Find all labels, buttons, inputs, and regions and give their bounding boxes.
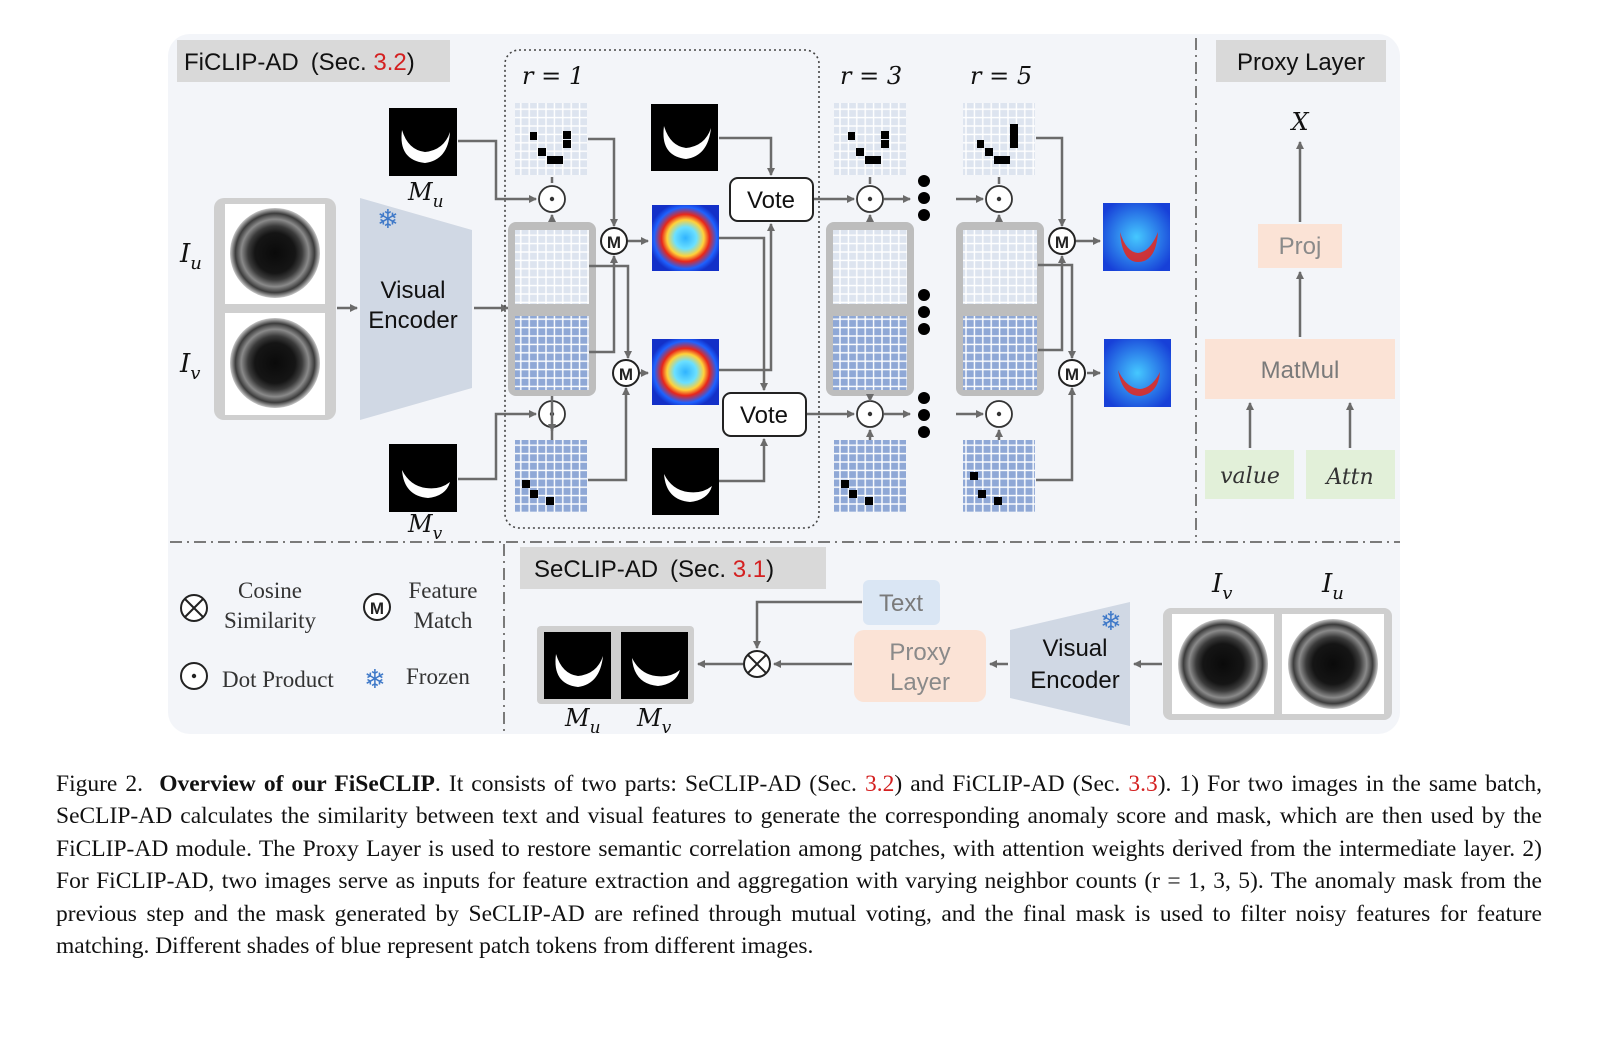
snowflake-icon: ❄: [364, 664, 386, 694]
svg-text:Frozen: Frozen: [406, 664, 470, 689]
matmul-label: MatMul: [1261, 357, 1340, 384]
architecture-diagram: FiCLIP-AD(Sec. 3.2) Proxy Layer Iu Iv ❄ …: [168, 34, 1400, 738]
svg-text:Similarity: Similarity: [224, 608, 317, 633]
snowflake-icon: ❄: [1100, 606, 1122, 636]
svg-text:Visual: Visual: [1043, 635, 1108, 662]
svg-text:M: M: [619, 365, 633, 384]
proxy-title: Proxy Layer: [1237, 49, 1365, 76]
svg-text:Layer: Layer: [890, 669, 950, 696]
visual-encoder-bottom: [1010, 602, 1130, 726]
svg-text:Iu: Iu: [1321, 569, 1344, 604]
svg-text:M: M: [1055, 233, 1069, 252]
svg-text:Mv: Mv: [636, 704, 672, 738]
legend: Cosine Similarity M Feature Match Dot Pr…: [180, 578, 478, 694]
proj-label: Proj: [1279, 233, 1322, 260]
patch-grid-top-r1: [515, 103, 587, 175]
patch-grid-top-r3: [834, 103, 906, 175]
svg-text:Feature: Feature: [409, 578, 478, 603]
attn-box: [1306, 450, 1395, 499]
text-box: [863, 580, 940, 625]
value-label: value: [1220, 464, 1280, 489]
svg-text:Proxy: Proxy: [889, 639, 950, 666]
label-r3: r = 3: [840, 62, 902, 90]
visual-encoder-label-2: Encoder: [368, 307, 457, 334]
label-Mv: Mv: [407, 510, 443, 544]
svg-text:M: M: [607, 233, 621, 252]
proj-box: [1258, 224, 1342, 268]
label-Iu: Iu: [179, 239, 202, 274]
svg-text:M: M: [1065, 365, 1079, 384]
visual-encoder-top: [360, 198, 472, 420]
svg-text:Text: Text: [879, 590, 923, 617]
matmul-box: [1205, 339, 1395, 399]
vote-bottom-label: Vote: [740, 402, 788, 429]
svg-text:Encoder: Encoder: [1030, 667, 1119, 694]
snowflake-icon: ❄: [377, 204, 399, 234]
figure-caption: Figure 2. Overview of our FiSeCLIP. It c…: [56, 771, 1543, 960]
mask-Mv: [389, 444, 457, 512]
seclip-title-box: [520, 547, 826, 589]
svg-text:Cosine: Cosine: [238, 578, 302, 603]
svg-text:Mu: Mu: [564, 704, 601, 738]
heatmap-v-r1: [652, 339, 719, 405]
mask-v-r1: [652, 448, 719, 515]
heatmap-v-final: [1104, 339, 1171, 407]
heatmap-u-r1: [652, 205, 719, 271]
svg-text:M: M: [370, 599, 384, 618]
label-Mu: Mu: [407, 178, 444, 212]
proxy-output-x: X: [1289, 108, 1309, 136]
visual-encoder-label-1: Visual: [381, 277, 446, 304]
ficlip-title: FiCLIP-AD(Sec. 3.2): [184, 49, 415, 76]
label-r1: r = 1: [522, 62, 584, 90]
svg-text:Dot Product: Dot Product: [222, 667, 334, 692]
input-image-u: [230, 208, 320, 298]
figure-panel: [168, 34, 1400, 734]
proxy-layer-box: [854, 630, 986, 702]
attn-label: Attn: [1324, 465, 1373, 490]
ficlip-title-box: [177, 40, 450, 82]
svg-text:Iv: Iv: [1211, 569, 1232, 604]
value-box: [1205, 450, 1294, 499]
input-image-v: [230, 318, 320, 408]
svg-text:Match: Match: [414, 608, 473, 633]
feature-match-bottom: M: [612, 359, 640, 387]
patch-grid-top-r5: [963, 103, 1035, 175]
vote-top-label: Vote: [747, 187, 795, 214]
seclip-title: SeCLIP-AD(Sec. 3.1): [534, 556, 774, 583]
vote-bottom: [722, 392, 807, 437]
proxy-title-box: [1216, 40, 1386, 82]
label-r5: r = 5: [970, 62, 1032, 90]
label-Iv: Iv: [179, 349, 200, 384]
ellipsis-dots: [918, 175, 930, 438]
vote-top: [729, 177, 814, 222]
feature-match-top: M: [600, 227, 628, 255]
